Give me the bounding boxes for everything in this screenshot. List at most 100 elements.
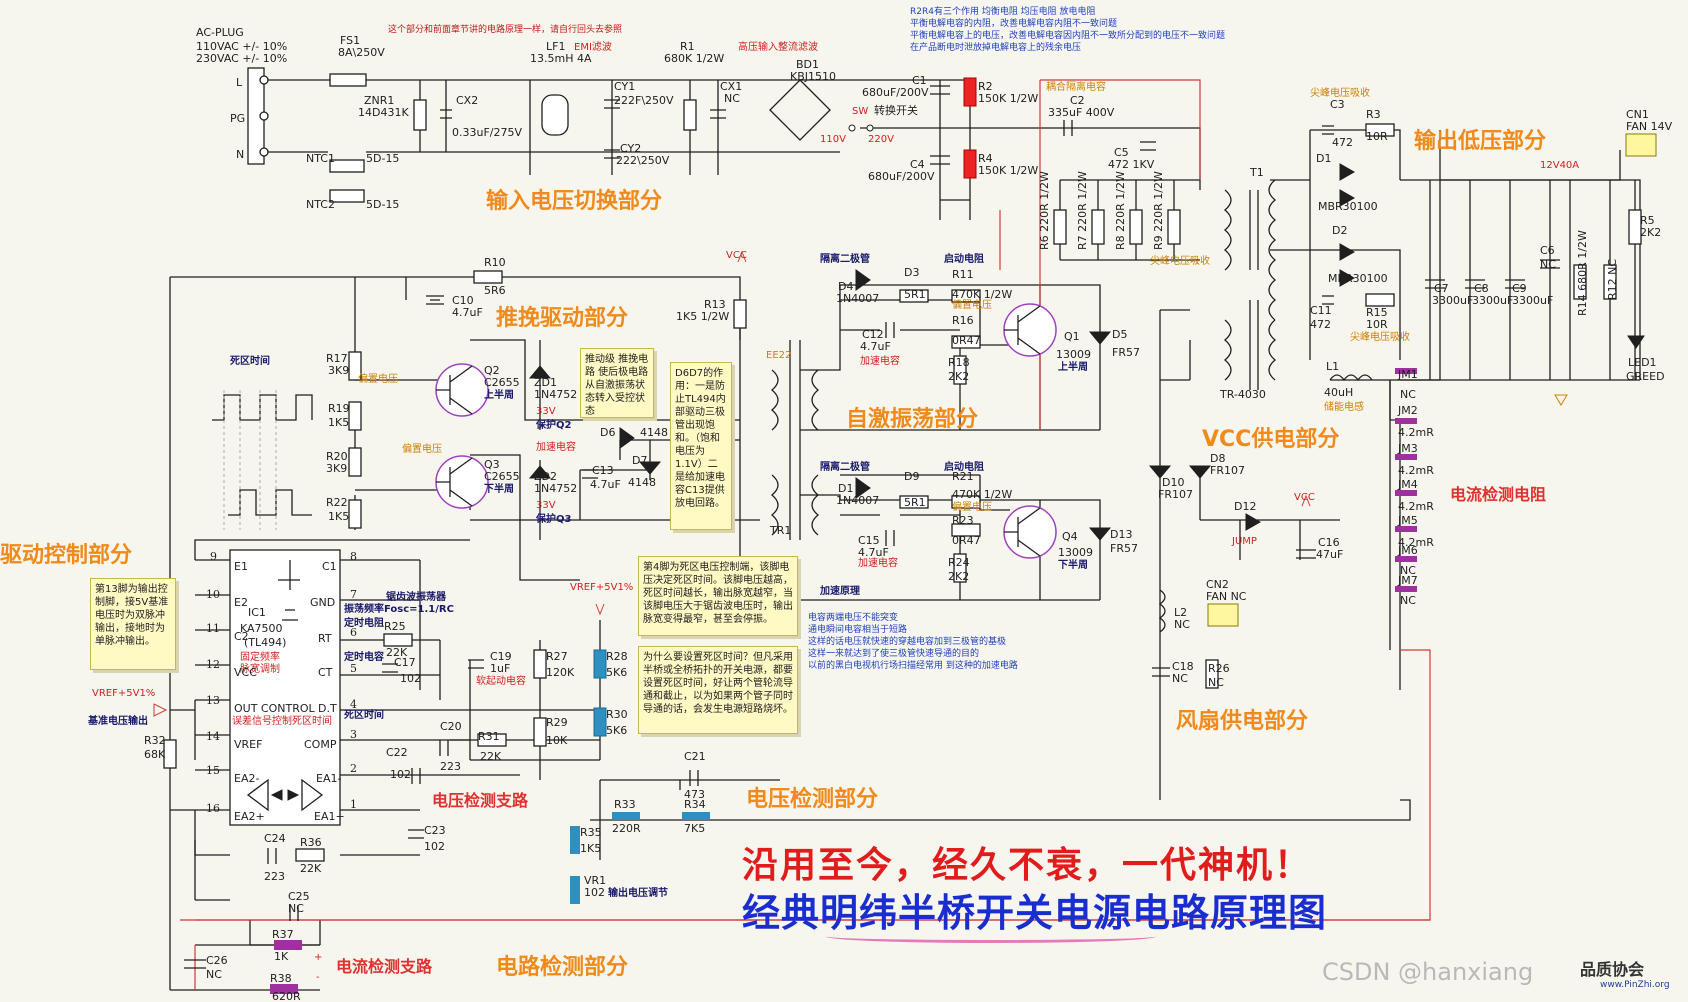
label-c10v: 4.7uF xyxy=(452,306,483,319)
label-r29v: 10K xyxy=(546,734,568,747)
section-push: 推挽驱动部分 xyxy=(496,305,628,331)
capacitor-cx2 xyxy=(440,109,452,119)
resistor-r27 xyxy=(533,649,547,679)
label-fs1: FS1 xyxy=(340,34,360,47)
label-acplug: AC-PLUG xyxy=(196,26,244,39)
capacitor-c15 xyxy=(885,530,895,546)
label-pin-e1: E1 xyxy=(234,560,248,573)
label-cy2: CY2 xyxy=(620,142,641,155)
label-d4v: 1N4007 xyxy=(836,292,879,305)
plug-pin-pg xyxy=(259,111,269,121)
label-jm2v: 4.2mR xyxy=(1398,426,1434,439)
label-r35: R35 xyxy=(580,826,602,839)
resistor-r29 xyxy=(533,717,547,747)
label-r32: R32 xyxy=(144,734,166,747)
label-q2: Q2 xyxy=(484,364,500,377)
label-led1: LED1 xyxy=(1628,356,1657,369)
label-c21v: 473 xyxy=(684,788,705,801)
pin-14: 14 xyxy=(206,730,220,743)
label-c8v: 3300uF xyxy=(1472,294,1513,307)
label-r20v: 3K9 xyxy=(326,462,347,475)
label-r13v: 1K5 1/2W xyxy=(676,310,729,323)
capacitor-cx1 xyxy=(710,109,726,119)
label-pin-dt: D.T xyxy=(318,702,337,715)
label-hv: 高压输入整流滤波 xyxy=(738,40,818,53)
label-iso-top: 隔离二极管 xyxy=(820,252,870,265)
pin-6: 6 xyxy=(350,626,357,639)
resistor-r37 xyxy=(274,940,302,950)
label-cy2v: 222\250V xyxy=(616,154,670,167)
label-c5: C5 xyxy=(1114,146,1129,159)
label-r25: R25 xyxy=(384,620,406,633)
label-r16: R16 xyxy=(952,314,974,327)
label-r11: R11 xyxy=(952,268,974,281)
section-input: 输入电压切换部分 xyxy=(486,188,662,214)
label-d8: D8 xyxy=(1210,452,1225,465)
t1-aux-winding xyxy=(1223,319,1232,381)
label-q3: Q3 xyxy=(484,458,500,471)
label-r17v: 3K9 xyxy=(328,364,349,377)
label-r31v: 22K xyxy=(480,750,502,763)
label-d7: D7 xyxy=(632,454,647,467)
label-bd1v: KBJ1510 xyxy=(790,70,836,83)
label-ntc2v: 5D-15 xyxy=(366,198,399,211)
capacitor-c3 xyxy=(1322,125,1334,135)
note-speedup-4: 这样一来就达到了使三极管快速导通的目的 xyxy=(808,647,979,659)
resistor-r15 xyxy=(1365,293,1395,307)
page-title: 经典明纬半桥开关电源电路原理图 xyxy=(742,891,1328,935)
label-d9: D9 xyxy=(904,470,919,483)
label-l2: L2 xyxy=(1174,606,1187,619)
label-jm1v: NC xyxy=(1400,388,1416,401)
section-vbranch: 电压检测支路 xyxy=(432,791,529,810)
note-r2r4-line1: R2R4有三个作用 均衡电阻 均压电阻 放电电阻 xyxy=(910,5,1096,17)
label-q1v: 13009 xyxy=(1056,348,1091,361)
label-cn1: CN1 xyxy=(1626,108,1649,121)
component-labels: AC-PLUG 110VAC +/- 10% 230VAC +/- 10% L … xyxy=(87,26,1673,1002)
label-cn1v: FAN 14V xyxy=(1626,120,1673,133)
resistor-r19 xyxy=(348,401,362,431)
label-r19: R19 xyxy=(328,402,350,415)
label-bias-q2: 偏置电压 xyxy=(358,372,398,385)
inductor-l2 xyxy=(1158,589,1166,633)
capacitor-c16 xyxy=(1296,549,1316,559)
label-cn2v: FAN NC xyxy=(1206,590,1247,603)
label-d12: D12 xyxy=(1234,500,1256,513)
pin-8: 8 xyxy=(350,550,357,563)
label-pin-c2: C2 xyxy=(234,630,249,643)
label-jm6v: NC xyxy=(1400,564,1416,577)
pin-11: 11 xyxy=(206,622,220,635)
capacitor-c10 xyxy=(426,295,444,305)
label-swl: 转换开关 xyxy=(874,103,918,117)
label-pin-e2: E2 xyxy=(234,596,248,609)
switch-220v xyxy=(866,124,874,132)
label-c3v: 472 xyxy=(1332,136,1353,149)
capacitor-cy xyxy=(604,99,620,159)
label-c19v: 1uF xyxy=(490,662,510,675)
shunt-jm3 xyxy=(1395,454,1417,460)
label-r24v: 2K2 xyxy=(948,570,969,583)
label-tr1: TR1 xyxy=(769,524,791,537)
label-bias-q1: 偏置电压 xyxy=(952,298,992,311)
capacitor-c17 xyxy=(382,663,398,673)
connector-cn1 xyxy=(1625,133,1657,157)
label-r10: R10 xyxy=(484,256,506,269)
label-pin-ea2: EA2- xyxy=(234,772,259,785)
label-l1: L1 xyxy=(1326,360,1339,373)
label-c13: C13 xyxy=(592,464,614,477)
label-bd1: BD1 xyxy=(796,58,819,71)
resistor-r5 xyxy=(1628,209,1642,245)
label-c20v: 223 xyxy=(440,760,461,773)
label-sw: SW xyxy=(852,106,868,117)
label-c25v: NC xyxy=(288,902,304,915)
label-d5: D5 xyxy=(1112,328,1127,341)
label-r4v: 150K 1/2W xyxy=(978,164,1038,177)
label-r4: R4 xyxy=(978,152,993,165)
label-r21v: 470K 1/2W xyxy=(952,488,1012,501)
section-osc: 自激振荡部分 xyxy=(846,406,978,432)
label-d8v: FR107 xyxy=(1210,464,1245,477)
label-r16v: 0R47 xyxy=(952,334,981,347)
label-c23v: 102 xyxy=(424,840,445,853)
label-r37v: 1K xyxy=(274,950,289,963)
label-plus: + xyxy=(314,952,322,963)
label-jm4v: 4.2mR xyxy=(1398,500,1434,513)
